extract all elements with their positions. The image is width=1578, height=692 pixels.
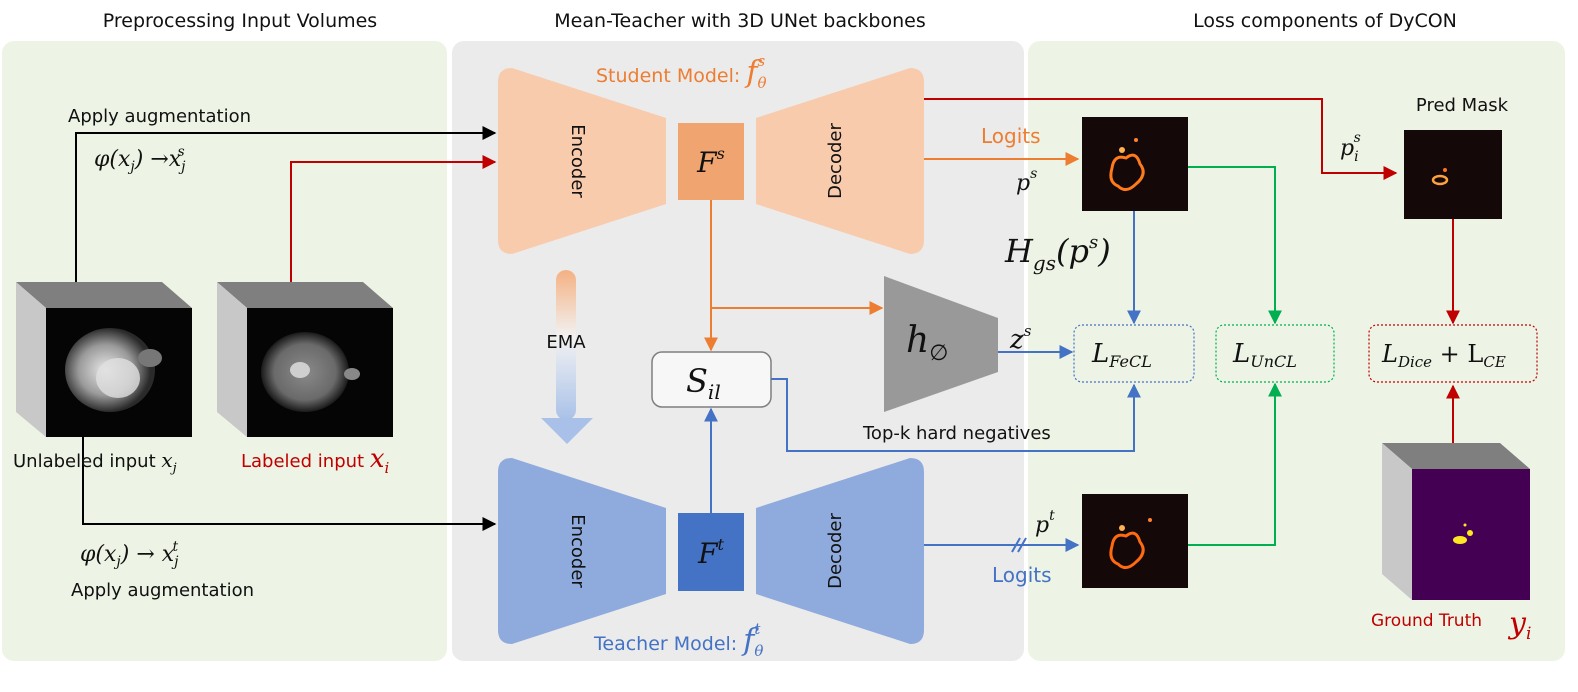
logits-bottom-label: Logits [992, 563, 1052, 587]
teacher-decoder-label: Decoder [825, 513, 846, 589]
teacher-model-title: Teacher Model: fθt [593, 620, 763, 660]
labeled-volume [217, 282, 393, 437]
stop-grad-mark-2 [1017, 537, 1027, 553]
fecl-box [1073, 324, 1195, 383]
ema-arrow [541, 270, 593, 444]
student-to-uncl-arrow [1188, 166, 1282, 325]
hgs-label: Hgs(ps) [1004, 232, 1111, 275]
ground-truth-label: Ground Truth [1371, 611, 1482, 631]
ft-label: Ft [697, 535, 724, 570]
unlabeled-label: Unlabeled input xj [13, 448, 177, 476]
pt-label: pt [1035, 508, 1055, 538]
pis-label: pis [1340, 130, 1361, 165]
labeled-arrow [290, 155, 497, 282]
teacher-feature-ft [678, 513, 744, 591]
pred-mask-title: Pred Mask [1416, 95, 1509, 116]
apply-aug-bottom: Apply augmentation [71, 580, 254, 601]
uncl-label: LUnCL [1232, 339, 1297, 371]
header-preprocessing: Preprocessing Input Volumes [103, 10, 377, 32]
dice-ce-label: LDice + LCE [1381, 340, 1506, 371]
student-feature-fs [678, 123, 744, 200]
student-prediction-map [1082, 117, 1188, 211]
student-encoder [498, 68, 666, 254]
sil-label: Sil [686, 362, 721, 404]
teacher-encoder-label: Encoder [567, 514, 588, 588]
aug-student-formula: φ(xj) →xjs [94, 144, 186, 175]
dice-ce-box [1368, 324, 1538, 383]
fs-label: Fs [696, 144, 725, 179]
student-pred-arrow [924, 98, 1398, 180]
teacher-decoder [756, 458, 924, 644]
aug-arrow-student [75, 126, 497, 282]
aug-arrow-teacher [82, 437, 497, 531]
topk-arrow [771, 378, 1141, 452]
apply-aug-top: Apply augmentation [68, 106, 251, 127]
student-model-title: Student Model: fθs [596, 52, 766, 92]
pred-mask-image [1404, 130, 1502, 219]
header-loss-components: Loss components of DyCON [1193, 10, 1457, 32]
gt-var-label: yi [1507, 606, 1531, 644]
student-decoder [756, 68, 924, 254]
ps-label: ps [1016, 166, 1037, 196]
projection-head [884, 276, 998, 412]
h-label: h∅ [906, 320, 948, 366]
fecl-label: LFeCL [1091, 339, 1152, 371]
stop-grad-mark-1 [1011, 537, 1021, 553]
logits-top-label: Logits [981, 124, 1041, 148]
unlabeled-volume [16, 282, 192, 437]
teacher-to-uncl-arrow [1188, 382, 1282, 546]
ema-label: EMA [546, 332, 586, 353]
teacher-prediction-map [1082, 494, 1188, 588]
student-decoder-label: Decoder [825, 123, 846, 199]
topk-label: Top-k hard negatives [862, 423, 1051, 444]
labeled-label: Labeled input xi [241, 444, 389, 477]
ground-truth-volume [1382, 443, 1530, 600]
header-mean-teacher: Mean-Teacher with 3D UNet backbones [554, 10, 926, 32]
zs-label: zs [1009, 322, 1032, 355]
teacher-encoder [498, 458, 666, 644]
aug-teacher-formula: φ(xj) → xjt [80, 539, 179, 570]
student-encoder-label: Encoder [567, 124, 588, 198]
